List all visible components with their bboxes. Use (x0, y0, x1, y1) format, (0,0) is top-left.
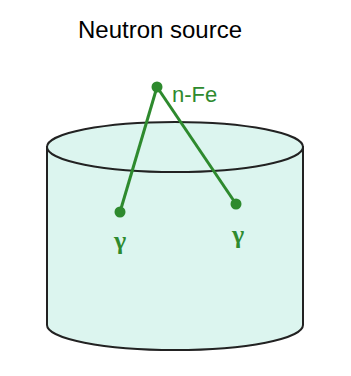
hit-dot (231, 199, 242, 210)
gamma-track (120, 87, 157, 212)
title: Neutron source (78, 18, 242, 42)
reaction-label: n-Fe (172, 84, 217, 106)
gamma-label: γ (114, 228, 126, 254)
cylinder-body (47, 147, 303, 350)
gamma-label: γ (232, 222, 244, 248)
cylinder (47, 122, 303, 350)
source-dot (152, 82, 163, 93)
hit-dot (115, 207, 126, 218)
cylinder-top (47, 122, 303, 172)
